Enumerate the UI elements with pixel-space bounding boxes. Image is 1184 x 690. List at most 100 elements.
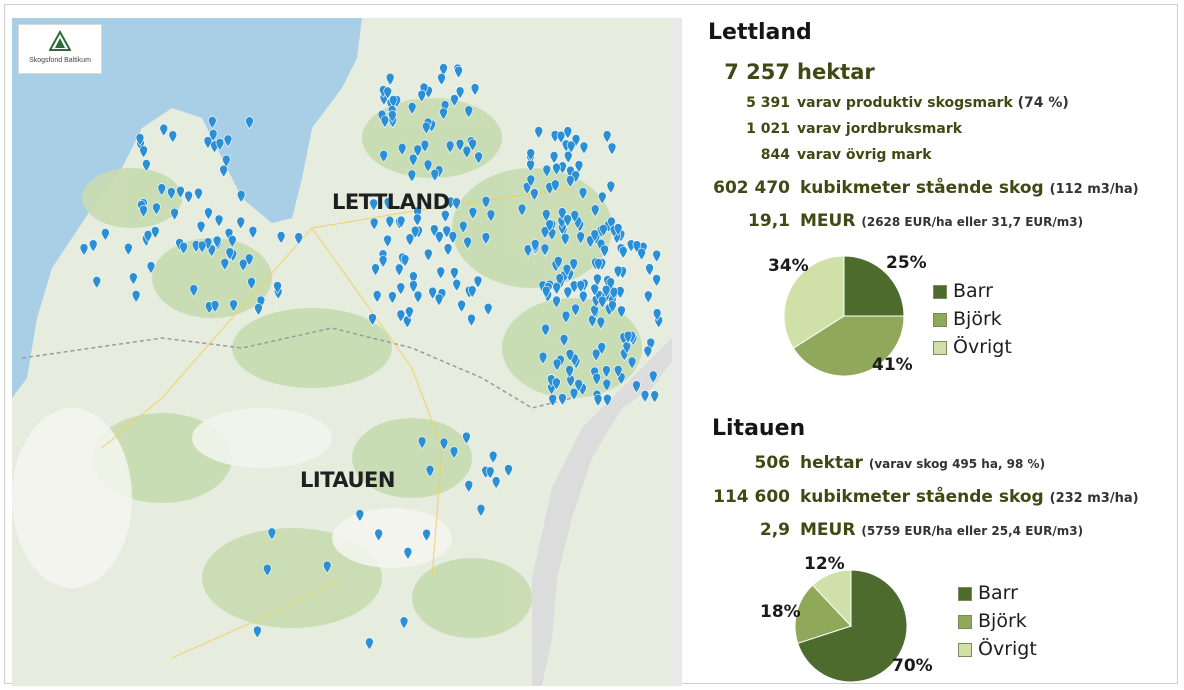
map-pin-icon xyxy=(464,480,474,493)
map-pin-icon xyxy=(420,139,430,153)
map-pin-icon xyxy=(571,303,580,317)
map-pin-icon xyxy=(378,255,388,268)
legend-swatch-barr xyxy=(958,586,972,601)
legend-label-barr: Barr xyxy=(953,280,993,302)
litauen-legend: Barr Björk Övrigt xyxy=(958,582,1037,666)
map-pin-icon xyxy=(467,313,476,327)
map-pin-icon xyxy=(474,151,483,165)
lettland-legend-barr: Barr xyxy=(933,280,1012,308)
map-pin-icon xyxy=(591,348,601,362)
litauen-meur-value: 2,9 xyxy=(759,520,790,540)
map-pin-icon xyxy=(383,197,393,211)
lettland-meur-text: MEUR xyxy=(800,211,856,231)
map-pin-icon xyxy=(485,466,495,480)
map-pin-icon xyxy=(176,185,185,199)
map-pin-icon xyxy=(223,134,233,148)
lettland-jord-label: varav jordbruksmark xyxy=(797,121,963,137)
map-pin-icon xyxy=(247,277,256,290)
lettland-meur-note: (2628 EUR/ha eller 31,7 EUR/m3) xyxy=(861,215,1084,229)
map-pin-icon xyxy=(146,261,156,275)
map-pin-icon xyxy=(214,214,224,228)
map-pin-icon xyxy=(565,365,574,378)
map-pin-icon xyxy=(569,280,579,294)
map-pin-icon xyxy=(541,285,551,299)
litauen-hektar-note: (varav skog 495 ha, 98 %) xyxy=(868,457,1046,471)
map-pin-icon xyxy=(179,241,188,255)
map-pin-icon xyxy=(380,115,390,129)
map-pin-icon xyxy=(618,246,628,259)
stats-panel: Lettland 7 257 hektar 5 391 varav produk… xyxy=(700,0,1184,690)
lettland-prod-value: 5 391 xyxy=(746,95,790,111)
map-pin-icon xyxy=(559,334,569,347)
map-pin-icon xyxy=(592,372,602,386)
lettland-title: Lettland xyxy=(708,20,812,45)
map-pin-icon xyxy=(613,223,623,236)
map-pin-icon xyxy=(609,286,619,300)
map-pin-icon xyxy=(565,175,575,188)
litauen-kubik-note: (232 m3/ha) xyxy=(1049,491,1139,506)
lettland-pie-chart xyxy=(784,256,904,376)
lettland-meur-value: 19,1 xyxy=(748,211,790,231)
map-pin-icon xyxy=(396,215,406,229)
map-pin-icon xyxy=(434,293,444,307)
map-pin-icon xyxy=(565,348,575,362)
map-pin-icon xyxy=(613,365,623,378)
map-pin-icon xyxy=(443,243,453,257)
lettland-kubik-value: 602 470 xyxy=(713,178,790,198)
legend-label-bjork: Björk xyxy=(953,308,1002,330)
map-pin-icon xyxy=(254,303,263,316)
litauen-kubik-text: kubikmeter stående skog xyxy=(800,487,1044,507)
pie-slice-barr xyxy=(843,256,904,317)
map-pin-icon xyxy=(560,232,570,246)
map-pin-icon xyxy=(590,283,600,297)
map-pin-icon xyxy=(473,275,483,289)
litauen-pie-label-bjork: 18% xyxy=(760,602,801,622)
map-pin-icon xyxy=(458,220,468,234)
map-pin-icon xyxy=(409,280,418,293)
map-pin-icon xyxy=(554,256,563,269)
map-pin-icon xyxy=(207,116,217,129)
map-pin-icon xyxy=(541,209,551,223)
map-pin-icon xyxy=(225,247,235,261)
map-pin-icon xyxy=(396,309,406,323)
map-pin-icon xyxy=(413,213,422,227)
map-pin-icon xyxy=(530,239,540,252)
map-pin-icon xyxy=(530,188,539,201)
map-pin-icon xyxy=(522,181,532,195)
map-pin-icon xyxy=(455,138,465,152)
map-pin-icon xyxy=(405,233,415,247)
map-pin-icon xyxy=(253,625,262,639)
legend-swatch-bjork xyxy=(958,614,972,629)
map-pin-icon xyxy=(602,130,612,144)
map-pin-icon xyxy=(385,72,395,86)
map-pin-icon xyxy=(452,197,461,211)
legend-swatch-barr xyxy=(933,284,947,299)
map-pin-icon xyxy=(131,290,141,303)
litauen-legend-ovrigt: Övrigt xyxy=(958,638,1037,666)
map-pin-icon xyxy=(124,242,133,256)
lettland-kubik-text: kubikmeter stående skog xyxy=(800,178,1044,198)
map-pin-icon xyxy=(551,179,560,193)
map-pin-icon xyxy=(439,437,449,451)
map-pin-icon xyxy=(170,207,179,221)
lettland-meur-label: MEUR (2628 EUR/ha eller 31,7 EUR/m3) xyxy=(800,211,1083,231)
map-pin-icon xyxy=(215,138,225,151)
map-pin-icon xyxy=(652,249,661,263)
litauen-legend-bjork: Björk xyxy=(958,610,1037,638)
map-pin-icon xyxy=(613,265,623,279)
lettland-legend-ovrigt: Övrigt xyxy=(933,336,1012,364)
map-pin-icon xyxy=(454,65,463,79)
map-pin-icon xyxy=(640,390,650,403)
map-pin-icon xyxy=(425,464,435,478)
map-pin-icon xyxy=(445,140,455,154)
map-pin-icon xyxy=(379,150,388,163)
litauen-pie-chart xyxy=(795,570,907,682)
map-pin-icon xyxy=(417,436,427,450)
map-pin-icon xyxy=(593,393,603,407)
map-pin-icon xyxy=(602,365,611,379)
lettland-kubik-note: (112 m3/ha) xyxy=(1049,182,1139,197)
map-pin-icon xyxy=(204,207,213,221)
map-pin-icon xyxy=(236,216,246,230)
map-pin-icon xyxy=(383,234,392,248)
map-pin-icon xyxy=(267,527,277,541)
